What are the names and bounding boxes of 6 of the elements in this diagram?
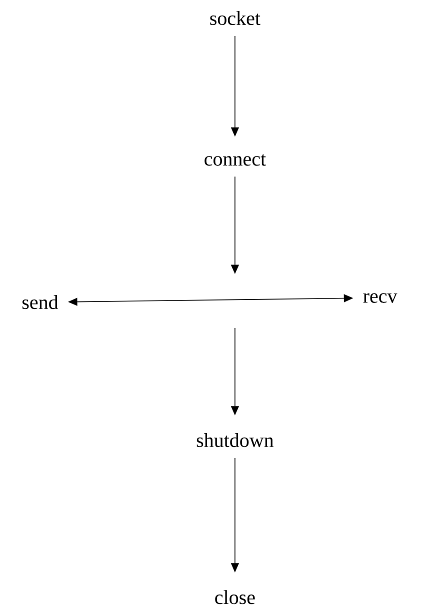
text-label: send [22, 295, 58, 310]
text-label: recv [363, 293, 398, 303]
text-label: shutdown [196, 433, 274, 448]
text-label: socket [210, 11, 260, 26]
text-label: close [215, 590, 255, 604]
text-label: connect [204, 154, 266, 166]
